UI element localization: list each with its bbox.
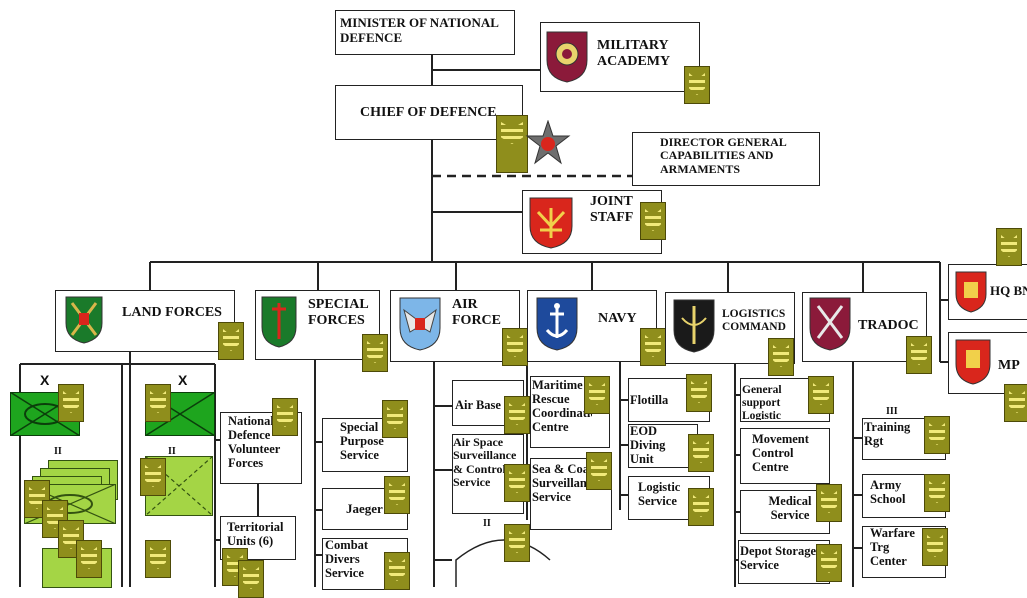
chief-of-defence-label: CHIEF OF DEFENCE bbox=[360, 105, 497, 120]
hq-bn-label: HQ BN bbox=[990, 283, 1027, 298]
rank-insignia-icon bbox=[504, 524, 530, 562]
eod-box bbox=[628, 424, 698, 468]
echelon-x-marker: X bbox=[40, 372, 50, 388]
military-academy-label: MILITARY ACADEMY bbox=[597, 38, 671, 69]
minister-label: MINISTER OF NATIONAL DEFENCE bbox=[340, 15, 499, 45]
rank-insignia-icon bbox=[924, 416, 950, 454]
director-general-box bbox=[632, 132, 820, 186]
rank-insignia-icon bbox=[24, 480, 50, 518]
tradoc-label: TRADOC bbox=[858, 318, 919, 333]
rank-insignia-icon bbox=[58, 520, 84, 558]
rank-insignia-icon bbox=[906, 336, 932, 374]
special-forces-label: SPECIAL FORCES bbox=[308, 297, 368, 328]
mp-emblem-icon bbox=[955, 339, 991, 385]
minister-box bbox=[335, 10, 515, 55]
chief-of-defence-box bbox=[335, 85, 523, 140]
mp-label: MP bbox=[998, 358, 1020, 373]
flotilla-label: Flotilla bbox=[630, 393, 669, 407]
land-forces-label: LAND FORCES bbox=[122, 305, 222, 320]
rank-insignia-icon bbox=[688, 488, 714, 526]
rank-insignia-icon bbox=[996, 228, 1022, 266]
hq-bn-emblem-icon bbox=[955, 271, 987, 313]
rank-insignia-icon bbox=[384, 476, 410, 514]
general-support-label: General support Logistic bbox=[742, 384, 782, 420]
echelon-ii-marker: II bbox=[483, 518, 491, 529]
echelon-ii-marker: II bbox=[168, 446, 176, 457]
echelon-ii-marker: II bbox=[54, 446, 62, 457]
rank-insignia-icon bbox=[586, 452, 612, 490]
eagle-shield-icon bbox=[399, 297, 441, 351]
rank-insignia-icon bbox=[502, 328, 528, 366]
rank-insignia-icon bbox=[640, 328, 666, 366]
director-general-label: DIRECTOR GENERAL CAPABILITIES AND ARMAME… bbox=[660, 135, 787, 176]
movement-control-label: Movement Control Centre bbox=[752, 432, 809, 474]
territorial-units-label: Territorial Units (6) bbox=[227, 520, 284, 548]
rank-insignia-icon bbox=[686, 374, 712, 412]
rank-insignia-icon bbox=[218, 322, 244, 360]
rank-insignia-icon bbox=[58, 384, 84, 422]
rank-insignia-icon bbox=[922, 528, 948, 566]
logistic-service-label: Logistic Service bbox=[638, 480, 681, 508]
nvf-label: National Defence Volunteer Forces bbox=[228, 414, 281, 470]
mrcc-label: Maritime Rescue Coordination Centre bbox=[532, 378, 592, 434]
land-forces-shield-icon bbox=[65, 296, 103, 344]
rank-insignia-icon bbox=[684, 66, 710, 104]
rank-insignia-icon bbox=[584, 376, 610, 414]
rank-insignia-icon bbox=[816, 484, 842, 522]
special-purpose-label: Special Purpose Service bbox=[340, 420, 384, 462]
rank-insignia-icon bbox=[76, 540, 102, 578]
depot-storage-box bbox=[738, 540, 830, 584]
rank-insignia-icon bbox=[272, 398, 298, 436]
sword-black-shield-icon bbox=[673, 299, 715, 353]
anchor-shield-icon bbox=[536, 297, 578, 351]
depot-storage-label: Depot Storage Service bbox=[740, 544, 817, 572]
rank-insignia-icon bbox=[504, 464, 530, 502]
airspace-surveillance-label: Air Space Surveillance & Control Service bbox=[453, 436, 517, 490]
joint-staff-label: JOINT STAFF bbox=[590, 194, 634, 225]
chief-star-badge-icon bbox=[525, 120, 571, 165]
logistics-command-label: LOGISTICS COMMAND bbox=[722, 308, 786, 333]
rank-insignia-icon bbox=[688, 434, 714, 472]
joint-staff-emblem-icon bbox=[529, 197, 573, 249]
rank-insignia-icon bbox=[816, 544, 842, 582]
rank-insignia-icon bbox=[768, 338, 794, 376]
sword-shield-icon bbox=[261, 296, 297, 348]
army-school-label: Army School bbox=[870, 478, 906, 506]
rank-insignia-icon bbox=[238, 560, 264, 598]
combat-divers-label: Combat Divers Service bbox=[325, 538, 369, 580]
rank-insignia-icon bbox=[362, 334, 388, 372]
military-academy-emblem-icon bbox=[546, 31, 588, 83]
rank-insignia-icon bbox=[145, 540, 171, 578]
movement-control-box bbox=[740, 428, 830, 484]
rank-insignia-icon bbox=[640, 202, 666, 240]
medical-service-label: Medical Service bbox=[768, 494, 812, 522]
hq-bn-box bbox=[948, 264, 1027, 320]
training-rgt-label: Training Rgt bbox=[864, 420, 911, 448]
rank-insignia-icon bbox=[140, 458, 166, 496]
air-base-label: Air Base bbox=[455, 398, 501, 412]
rank-insignia-icon bbox=[808, 376, 834, 414]
rank-insignia-icon bbox=[384, 552, 410, 590]
rank-insignia-icon bbox=[1004, 384, 1027, 422]
rank-insignia-icon bbox=[504, 396, 530, 434]
quill-sword-shield-icon bbox=[809, 297, 851, 351]
rank-insignia-icon bbox=[924, 474, 950, 512]
rank-insignia-icon bbox=[382, 400, 408, 438]
echelon-iii-marker: III bbox=[886, 406, 898, 417]
air-force-label: AIR FORCE bbox=[452, 297, 501, 328]
navy-label: NAVY bbox=[598, 311, 637, 326]
warfare-trg-label: Warfare Trg Center bbox=[870, 526, 915, 568]
rank-insignia-icon bbox=[496, 115, 528, 173]
rank-insignia-icon bbox=[145, 384, 171, 422]
jaeger-label: Jaeger bbox=[346, 501, 383, 516]
eod-label: EOD Diving Unit bbox=[630, 424, 666, 466]
echelon-x-marker: X bbox=[178, 372, 188, 388]
